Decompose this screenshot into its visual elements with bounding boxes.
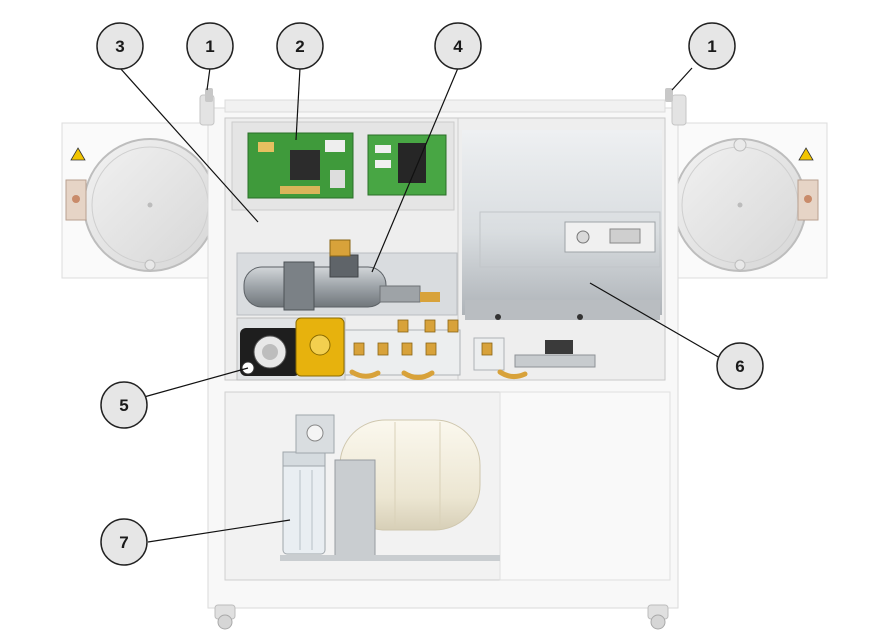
heater-tube	[243, 266, 387, 308]
sterilization-chamber	[462, 130, 662, 320]
callout-1-right: 1	[688, 22, 736, 70]
wheel-right	[650, 614, 666, 630]
steam-generator	[236, 239, 458, 316]
callout-2-label: 2	[295, 37, 304, 56]
callout-1-left-label: 1	[205, 37, 214, 56]
callout-6: 6	[716, 342, 764, 390]
leader-4	[371, 67, 459, 273]
right-hinge	[671, 94, 687, 126]
right-warning-sign-icon	[798, 147, 814, 161]
leader-5	[143, 367, 249, 398]
manifold	[339, 319, 596, 380]
left-door	[61, 122, 217, 279]
electronics-boards	[231, 121, 455, 211]
callout-3-label: 3	[115, 37, 124, 56]
leader-1-left	[206, 67, 211, 91]
leader-2	[295, 67, 301, 141]
callout-3: 3	[96, 22, 144, 70]
callout-1-right-label: 1	[707, 37, 716, 56]
callout-7-label: 7	[119, 533, 128, 552]
callout-7: 7	[100, 518, 148, 566]
leader-6	[589, 282, 721, 359]
callout-1-left: 1	[186, 22, 234, 70]
callout-5-label: 5	[119, 396, 128, 415]
right-door	[673, 122, 828, 279]
water-system	[280, 414, 500, 561]
callout-2: 2	[276, 22, 324, 70]
leader-3	[119, 67, 259, 223]
leader-7	[147, 519, 291, 543]
callout-6-label: 6	[735, 357, 744, 376]
water-filter	[282, 451, 326, 555]
left-warning-sign-icon	[70, 147, 86, 161]
heater-valve	[329, 239, 351, 257]
callout-5: 5	[100, 381, 148, 429]
leader-1-right	[671, 67, 693, 91]
leader-lines	[119, 67, 721, 543]
vacuum-pump	[236, 317, 346, 381]
wheel-left	[217, 614, 233, 630]
callout-4-label: 4	[453, 37, 463, 56]
callout-4: 4	[434, 22, 482, 70]
